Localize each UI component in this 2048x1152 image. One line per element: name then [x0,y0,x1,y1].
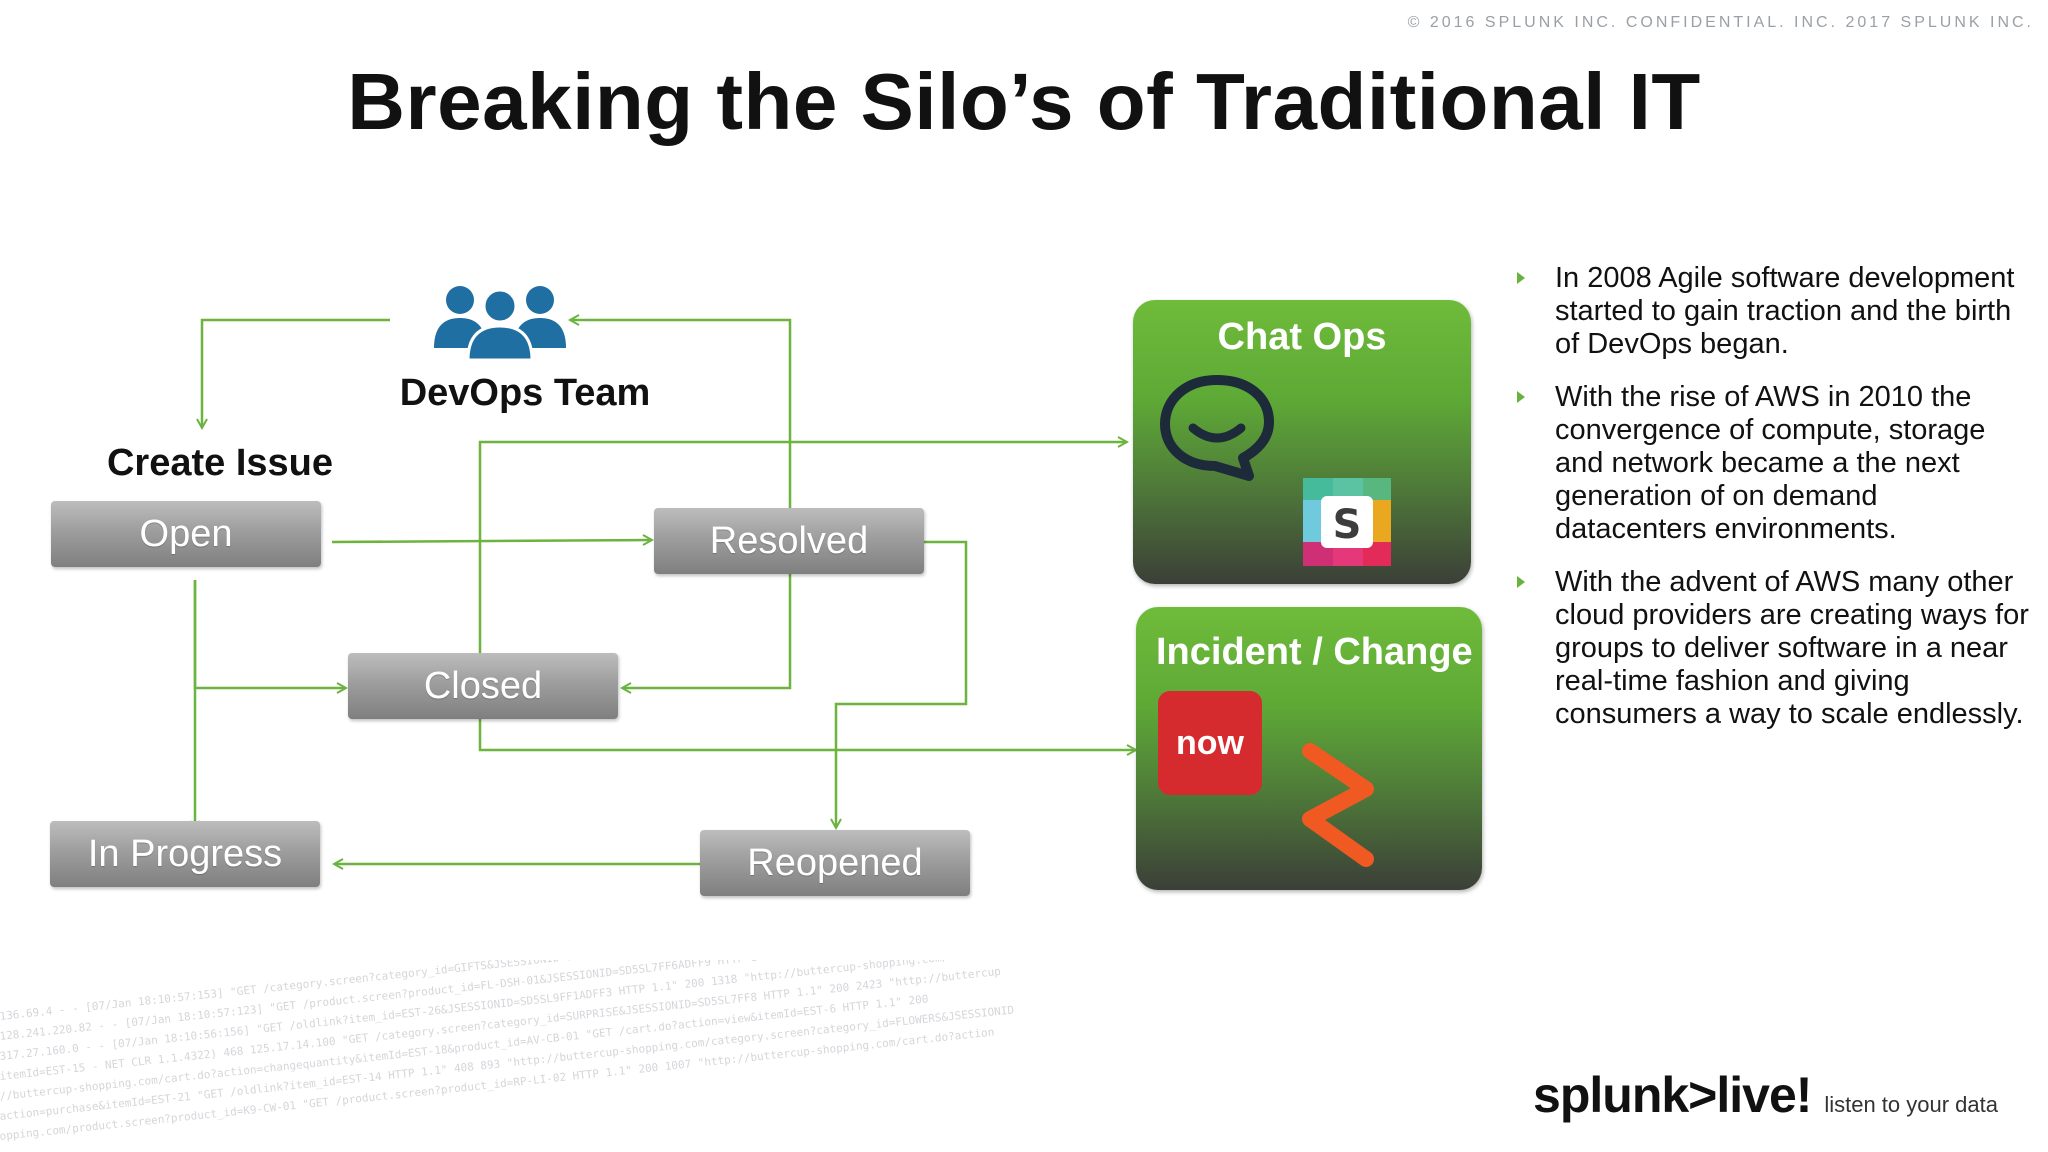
bullet-list: In 2008 Agile software development start… [1515,262,2035,751]
devops-team-label: DevOps Team [399,372,651,414]
people-group-icon [434,286,566,362]
bullet-marker-icon [1517,391,1525,403]
create-issue-label: Create Issue [106,442,333,484]
arrow-resolved-to-closed [622,574,792,688]
arrow-resolved-to-devops [570,320,792,508]
arrow-resolved-to-reopened [836,540,968,828]
chat-ops-title: Chat Ops [1217,316,1387,358]
bullet-item: With the rise of AWS in 2010 the converg… [1515,381,2035,546]
slide-title: Breaking the Silo’s of Traditional IT [347,57,1701,146]
bullet-item: In 2008 Agile software development start… [1515,262,2035,361]
incident-change-title: Incident / Change [1156,631,1473,673]
arrow-open-to-closed [193,580,346,688]
state-reopened: Reopened [700,830,970,896]
state-closed: Closed [348,653,618,719]
incident-change-panel: Incident / Change now [1136,607,1482,890]
state-in-progress: In Progress [50,821,320,887]
log-text-background: 136.69.4 - - [07/Jan 18:10:57:153] "GET … [0,960,1127,1143]
arrow-closed-to-incident [478,719,1136,750]
slack-logo-icon: S [1303,478,1391,566]
arrow-devops-to-create [202,318,390,428]
bullet-text: With the rise of AWS in 2010 the converg… [1555,381,1986,545]
state-open: Open [51,501,321,567]
arrow-closed-to-chatops [478,442,1127,653]
splunk-live-wordmark: splunk>live! [1533,1067,1812,1123]
state-resolved: Resolved [654,508,924,574]
bullet-marker-icon [1517,272,1525,284]
servicenow-logo-text: now [1176,724,1244,762]
chat-ops-panel: Chat Ops S [1133,300,1471,584]
bmc-logo-icon [1302,743,1374,867]
splunk-live-logo: splunk>live! listen to your data [1533,1066,1998,1124]
bullet-marker-icon [1517,576,1525,588]
chat-bubble-icon [1160,375,1274,481]
bullet-text: With the advent of AWS many other cloud … [1555,566,2029,730]
arrow-open-to-resolved [331,540,652,542]
svg-text:S: S [1333,502,1362,548]
bullet-item: With the advent of AWS many other cloud … [1515,566,2035,731]
copyright-notice: © 2016 SPLUNK INC. CONFIDENTIAL. INC. 20… [1407,14,2034,31]
splunk-tagline: listen to your data [1824,1092,1998,1117]
bullet-text: In 2008 Agile software development start… [1555,262,2015,360]
servicenow-logo-icon: now [1158,691,1262,795]
